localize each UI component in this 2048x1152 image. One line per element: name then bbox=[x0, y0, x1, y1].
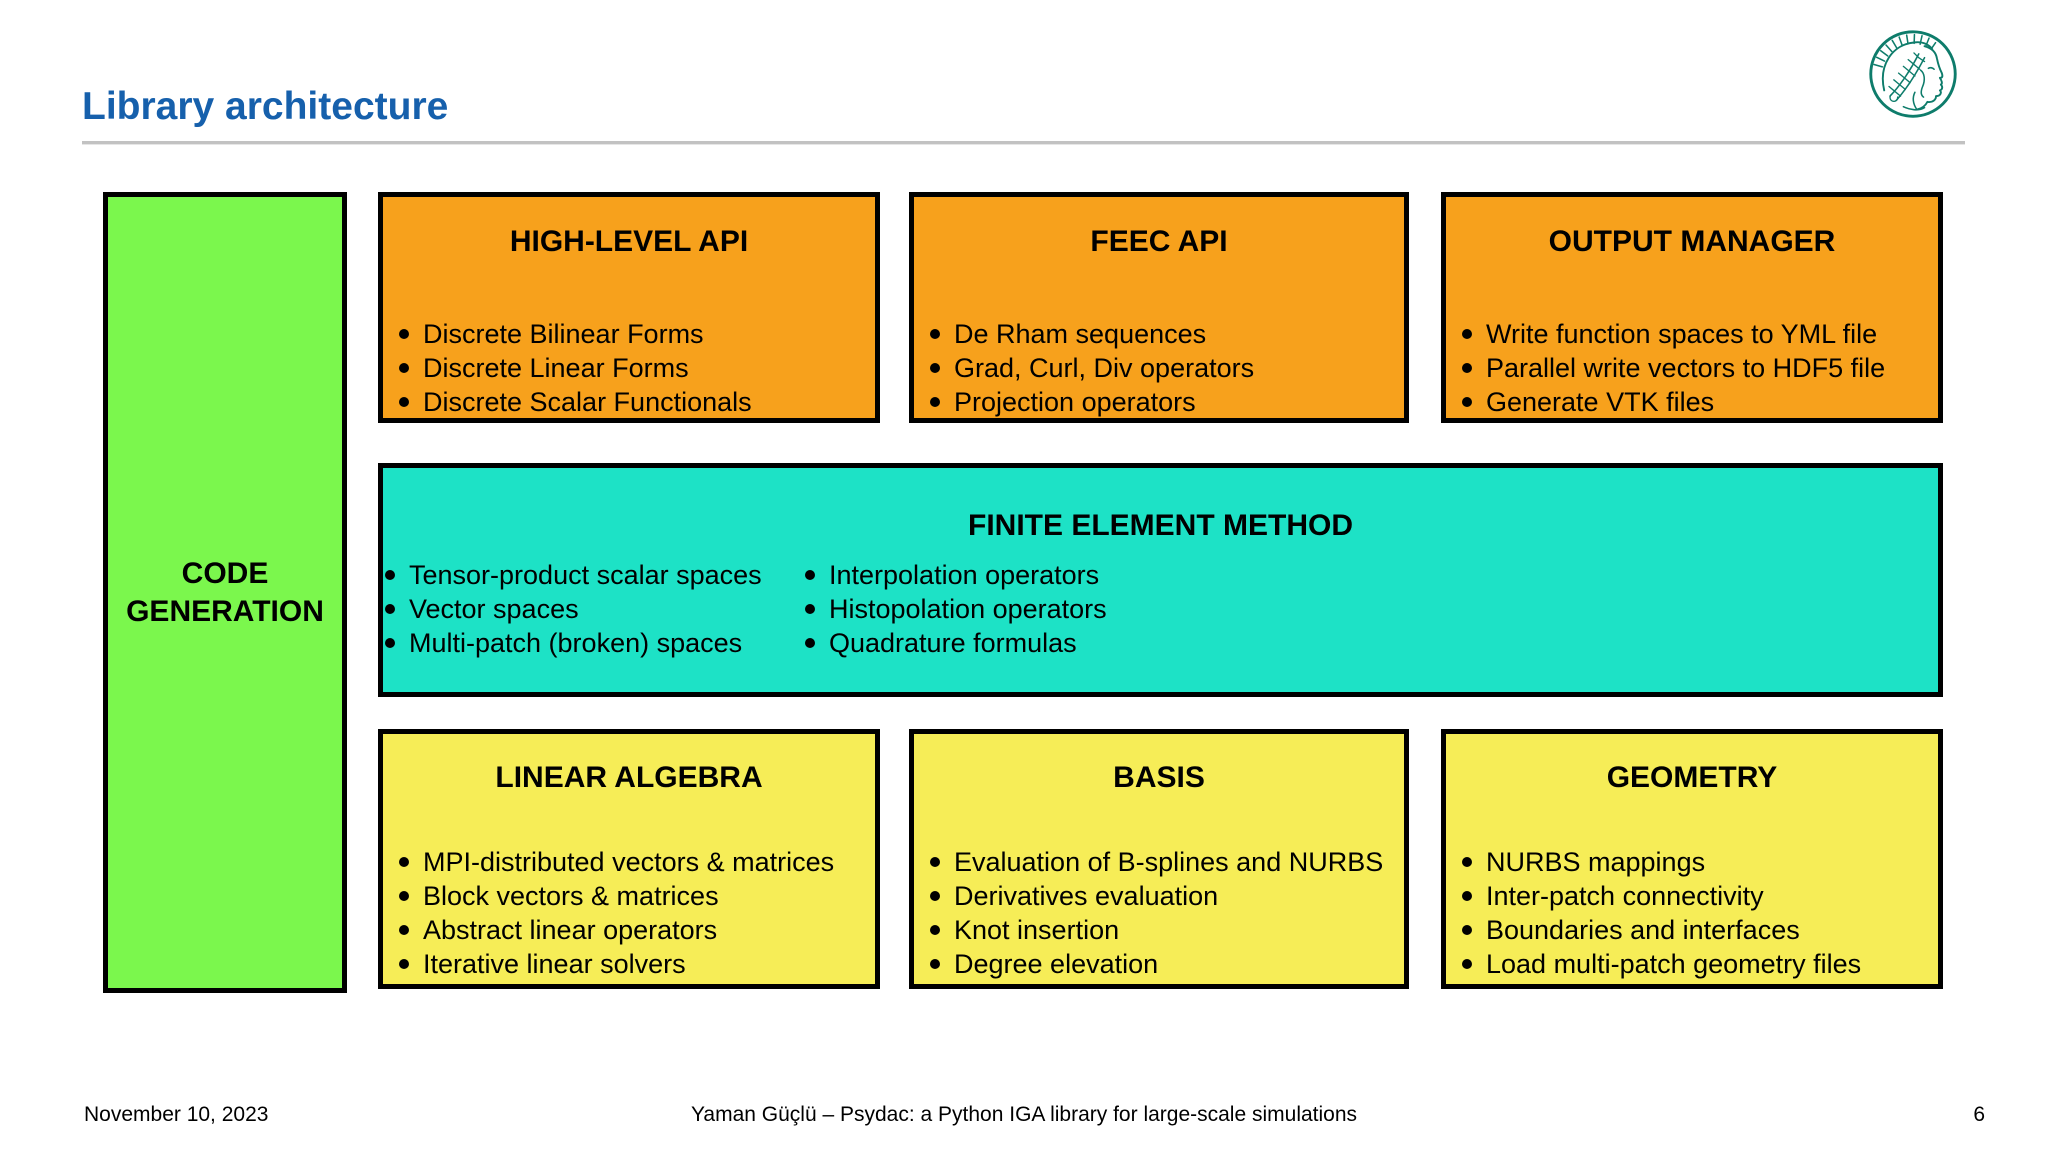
bullet-item: Generate VTK files bbox=[1460, 385, 1932, 419]
bullet-item: Write function spaces to YML file bbox=[1460, 317, 1932, 351]
box-title-linear-algebra: LINEAR ALGEBRA bbox=[495, 761, 763, 794]
bullet-item: NURBS mappings bbox=[1460, 845, 1932, 879]
bullet-item: Multi-patch (broken) spaces bbox=[383, 626, 803, 660]
bullet-item: Vector spaces bbox=[383, 592, 803, 626]
box-title-finite-element-method: FINITE ELEMENT METHOD bbox=[968, 509, 1353, 542]
bullet-item: Evaluation of B-splines and NURBS bbox=[928, 845, 1398, 879]
bullet-item: Quadrature formulas bbox=[803, 626, 1107, 660]
footer-author-title: Yaman Güçlü – Psydac: a Python IGA libra… bbox=[690, 1103, 1358, 1126]
box-code-generation: CODE GENERATION bbox=[103, 192, 347, 993]
bullet-item: Tensor-product scalar spaces bbox=[383, 558, 803, 592]
bullet-item: Histopolation operators bbox=[803, 592, 1107, 626]
page-title: Library architecture bbox=[82, 85, 449, 128]
bullet-item: MPI-distributed vectors & matrices bbox=[397, 845, 869, 879]
bullet-item: Discrete Linear Forms bbox=[397, 351, 869, 385]
code-generation-title-line2: GENERATION bbox=[126, 594, 324, 628]
bullet-item: Discrete Scalar Functionals bbox=[397, 385, 869, 419]
title-divider bbox=[82, 141, 1965, 145]
box-output-manager: OUTPUT MANAGER Write function spaces to … bbox=[1441, 192, 1943, 423]
box-linear-algebra: LINEAR ALGEBRA MPI-distributed vectors &… bbox=[378, 729, 880, 989]
bullet-item: Load multi-patch geometry files bbox=[1460, 947, 1932, 981]
bullet-item: Degree elevation bbox=[928, 947, 1398, 981]
bullet-item: Boundaries and interfaces bbox=[1460, 913, 1932, 947]
bullet-item: Abstract linear operators bbox=[397, 913, 869, 947]
box-title-geometry: GEOMETRY bbox=[1606, 761, 1778, 794]
max-planck-minerva-icon bbox=[1869, 30, 1957, 118]
bullet-item: Inter-patch connectivity bbox=[1460, 879, 1932, 913]
footer-page-number: 6 bbox=[1973, 1103, 1985, 1126]
code-generation-title-line1: CODE bbox=[181, 556, 269, 590]
bullet-item: Parallel write vectors to HDF5 file bbox=[1460, 351, 1932, 385]
bullet-item: De Rham sequences bbox=[928, 317, 1398, 351]
box-title-basis: BASIS bbox=[1113, 761, 1205, 794]
footer-date: November 10, 2023 bbox=[84, 1103, 269, 1126]
bullet-item: Knot insertion bbox=[928, 913, 1398, 947]
box-title-output-manager: OUTPUT MANAGER bbox=[1548, 225, 1836, 258]
box-finite-element-method: FINITE ELEMENT METHOD Tensor-product sca… bbox=[378, 463, 1943, 697]
box-title-feec-api: FEEC API bbox=[1090, 225, 1228, 258]
bullet-item: Derivatives evaluation bbox=[928, 879, 1398, 913]
bullet-item: Block vectors & matrices bbox=[397, 879, 869, 913]
bullet-item: Grad, Curl, Div operators bbox=[928, 351, 1398, 385]
bullet-item: Interpolation operators bbox=[803, 558, 1107, 592]
bullet-item: Discrete Bilinear Forms bbox=[397, 317, 869, 351]
bullet-item: Projection operators bbox=[928, 385, 1398, 419]
bullet-item: Iterative linear solvers bbox=[397, 947, 869, 981]
box-title-high-level-api: HIGH-LEVEL API bbox=[509, 225, 749, 258]
